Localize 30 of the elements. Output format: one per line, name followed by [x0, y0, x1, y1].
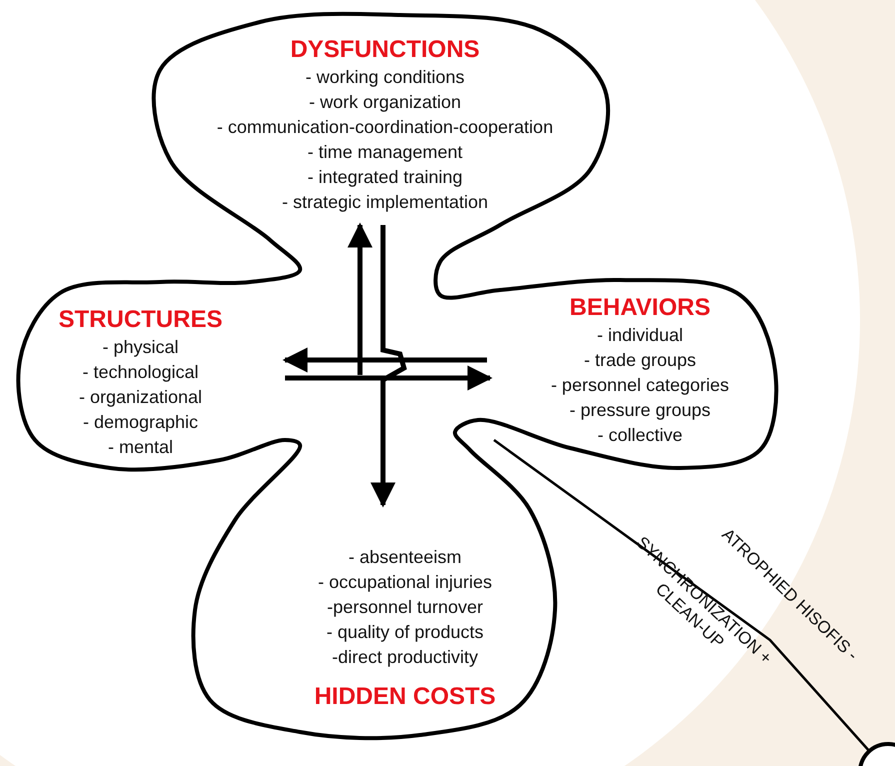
list-item: -direct productivity — [332, 646, 478, 669]
list-item: - technological — [82, 361, 199, 384]
list-item: - collective — [597, 424, 683, 447]
list-item: - organizational — [78, 386, 202, 409]
list-item: - time management — [307, 141, 463, 164]
category-heading: HIDDEN COSTS — [314, 682, 496, 712]
category-heading: DYSFUNCTIONS — [290, 35, 480, 65]
list-item: - working conditions — [305, 66, 465, 89]
list-item: - demographic — [82, 411, 198, 434]
list-item: - integrated training — [307, 166, 463, 189]
list-item: - individual — [596, 324, 684, 347]
category-heading: BEHAVIORS — [570, 293, 710, 323]
list-item: - communication-coordination-cooperation — [216, 116, 554, 139]
arrow — [285, 366, 492, 390]
list-item: - personnel categories — [550, 374, 730, 397]
list-item: - absenteeism — [348, 546, 462, 569]
connector-line — [493, 438, 870, 752]
arrow — [282, 348, 487, 372]
arrow — [370, 225, 407, 508]
list-item: - pressure groups — [569, 399, 711, 422]
list-item: - work organization — [308, 91, 462, 114]
list-item: - quality of products — [326, 621, 484, 644]
list-item: - strategic implementation — [282, 191, 488, 214]
list-item: - physical — [102, 336, 179, 359]
category-heading: STRUCTURES — [58, 305, 222, 335]
list-item: - mental — [108, 436, 174, 459]
list-item: -personnel turnover — [326, 596, 484, 619]
arrow — [348, 222, 372, 375]
list-item: - trade groups — [584, 349, 696, 372]
list-item: - occupational injuries — [318, 571, 492, 594]
